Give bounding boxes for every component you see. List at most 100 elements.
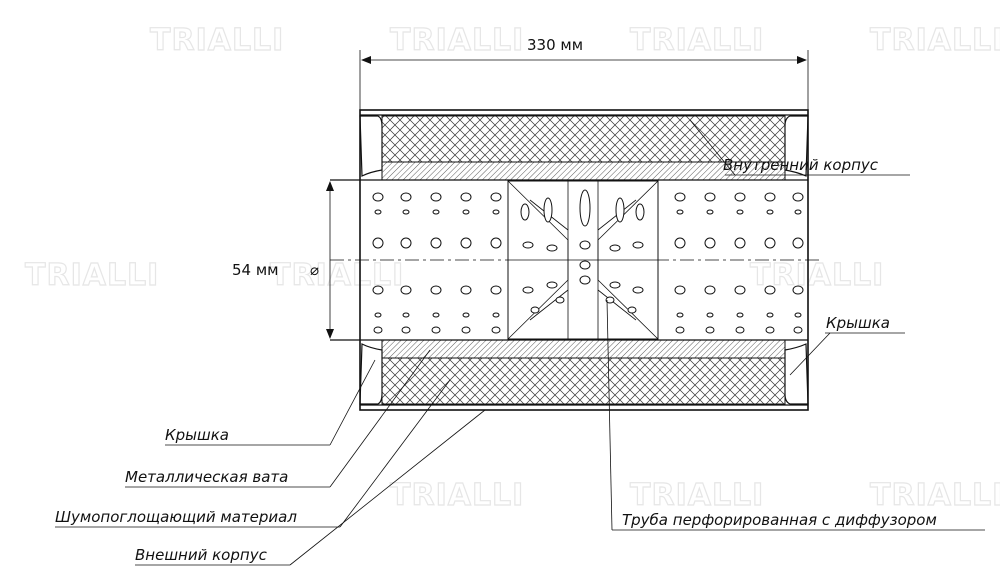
- perforation-hole: [635, 203, 645, 221]
- perforation-hole: [546, 244, 558, 252]
- perforation-hole: [765, 326, 775, 334]
- perforation-hole: [430, 285, 442, 295]
- perforation-hole: [492, 312, 500, 318]
- watermark-logo: TRIALLI: [630, 23, 764, 58]
- watermark-logo: TRIALLI: [270, 258, 404, 293]
- perforation-hole: [430, 192, 442, 202]
- perforation-hole: [522, 286, 534, 294]
- perforation-hole: [555, 296, 565, 304]
- perforation-hole: [374, 312, 382, 318]
- diameter-dimension: 54 мм ⌀: [232, 181, 334, 339]
- perforation-hole: [632, 286, 644, 294]
- perforation-hole: [734, 192, 746, 202]
- perforation-hole: [402, 312, 410, 318]
- callout-metal-wool: Металлическая вата: [125, 349, 431, 488]
- perforation-hole: [492, 209, 500, 215]
- perforation-hole: [401, 326, 411, 334]
- perforated-pipe: [330, 179, 820, 341]
- perforation-hole: [460, 237, 472, 249]
- perforation-hole: [373, 326, 383, 334]
- perforation-hole: [676, 209, 684, 215]
- perforation-hole: [676, 312, 684, 318]
- label-outer-body: Внешний корпус: [135, 546, 268, 564]
- diameter-dimension-label: 54 мм: [232, 261, 279, 279]
- perforation-hole: [674, 237, 686, 249]
- label-absorbing-material: Шумопоглощающий материал: [55, 508, 297, 526]
- perforation-hole: [674, 192, 686, 202]
- perforation-hole: [605, 296, 615, 304]
- perforation-hole: [632, 241, 644, 249]
- perforation-hole: [490, 192, 502, 202]
- perforation-hole: [579, 240, 591, 250]
- perforation-hole: [490, 285, 502, 295]
- perforation-hole: [400, 192, 412, 202]
- perforation-hole: [793, 326, 803, 334]
- perforation-hole: [792, 192, 804, 202]
- perforation-hole: [792, 285, 804, 295]
- perforation-hole: [543, 197, 553, 223]
- perforation-hole: [735, 326, 745, 334]
- perforation-hole: [372, 192, 384, 202]
- perforation-hole: [431, 326, 441, 334]
- absorbing-material-bottom: [381, 357, 786, 405]
- callout-inner-body: Внутренний корпус: [689, 119, 910, 176]
- perforation-hole: [766, 209, 774, 215]
- perforation-hole: [704, 237, 716, 249]
- callout-cap-right: Крышка: [789, 314, 905, 376]
- callout-cap-left: Крышка: [165, 359, 376, 446]
- perforation-hole: [794, 209, 802, 215]
- diffuser: [507, 180, 659, 340]
- perforation-hole: [372, 285, 384, 295]
- perforation-hole: [734, 237, 746, 249]
- perforation-hole: [704, 192, 716, 202]
- perforation-hole: [460, 285, 472, 295]
- perforation-hole: [400, 237, 412, 249]
- label-cap-left: Крышка: [165, 426, 229, 444]
- perforation-hole: [609, 244, 621, 252]
- perforation-hole: [736, 209, 744, 215]
- inner-body-bottom: [381, 339, 786, 359]
- perforation-hole: [704, 285, 716, 295]
- perforation-hole: [402, 209, 410, 215]
- callout-perforated-pipe: Труба перфорированная с диффузором: [606, 299, 985, 531]
- watermark-logo: TRIALLI: [25, 258, 159, 293]
- perforation-hole: [432, 209, 440, 215]
- perforation-hole: [609, 281, 621, 289]
- perforation-hole: [522, 241, 534, 249]
- perforation-hole: [432, 312, 440, 318]
- watermark-logo: TRIALLI: [390, 478, 524, 513]
- label-inner-body: Внутренний корпус: [723, 156, 879, 174]
- perforation-hole: [792, 237, 804, 249]
- watermark-logo: TRIALLI: [870, 23, 1000, 58]
- perforation-hole: [579, 275, 591, 285]
- perforation-hole: [462, 312, 470, 318]
- perforation-hole: [736, 312, 744, 318]
- perforation-hole: [374, 209, 382, 215]
- diffuser-holes: [520, 189, 645, 314]
- perforation-hole: [400, 285, 412, 295]
- perforation-hole: [461, 326, 471, 334]
- end-caps: [359, 115, 809, 405]
- label-cap-right: Крышка: [826, 314, 890, 332]
- perforation-hole: [764, 285, 776, 295]
- perforation-hole: [546, 281, 558, 289]
- callout-absorbing-material: Шумопоглощающий материал: [55, 379, 451, 528]
- perforation-hole: [706, 209, 714, 215]
- perforation-hole: [579, 260, 591, 270]
- callout-outer-body: Внешний корпус: [135, 409, 486, 566]
- perforation-hole: [764, 237, 776, 249]
- watermark-logo: TRIALLI: [630, 478, 764, 513]
- perforation-hole: [520, 203, 530, 221]
- perforation-hole: [579, 189, 591, 227]
- watermark-logo: TRIALLI: [870, 478, 1000, 513]
- watermark-logos: TRIALLI TRIALLI TRIALLI TRIALLI TRIALLI TRIAL…: [24, 22, 1000, 513]
- perforation-hole: [430, 237, 442, 249]
- perforation-hole: [627, 306, 637, 314]
- perforation-hole: [674, 285, 686, 295]
- perforation-holes: [372, 192, 804, 334]
- watermark-logo: TRIALLI: [390, 23, 524, 58]
- perforation-hole: [794, 312, 802, 318]
- perforation-hole: [491, 326, 501, 334]
